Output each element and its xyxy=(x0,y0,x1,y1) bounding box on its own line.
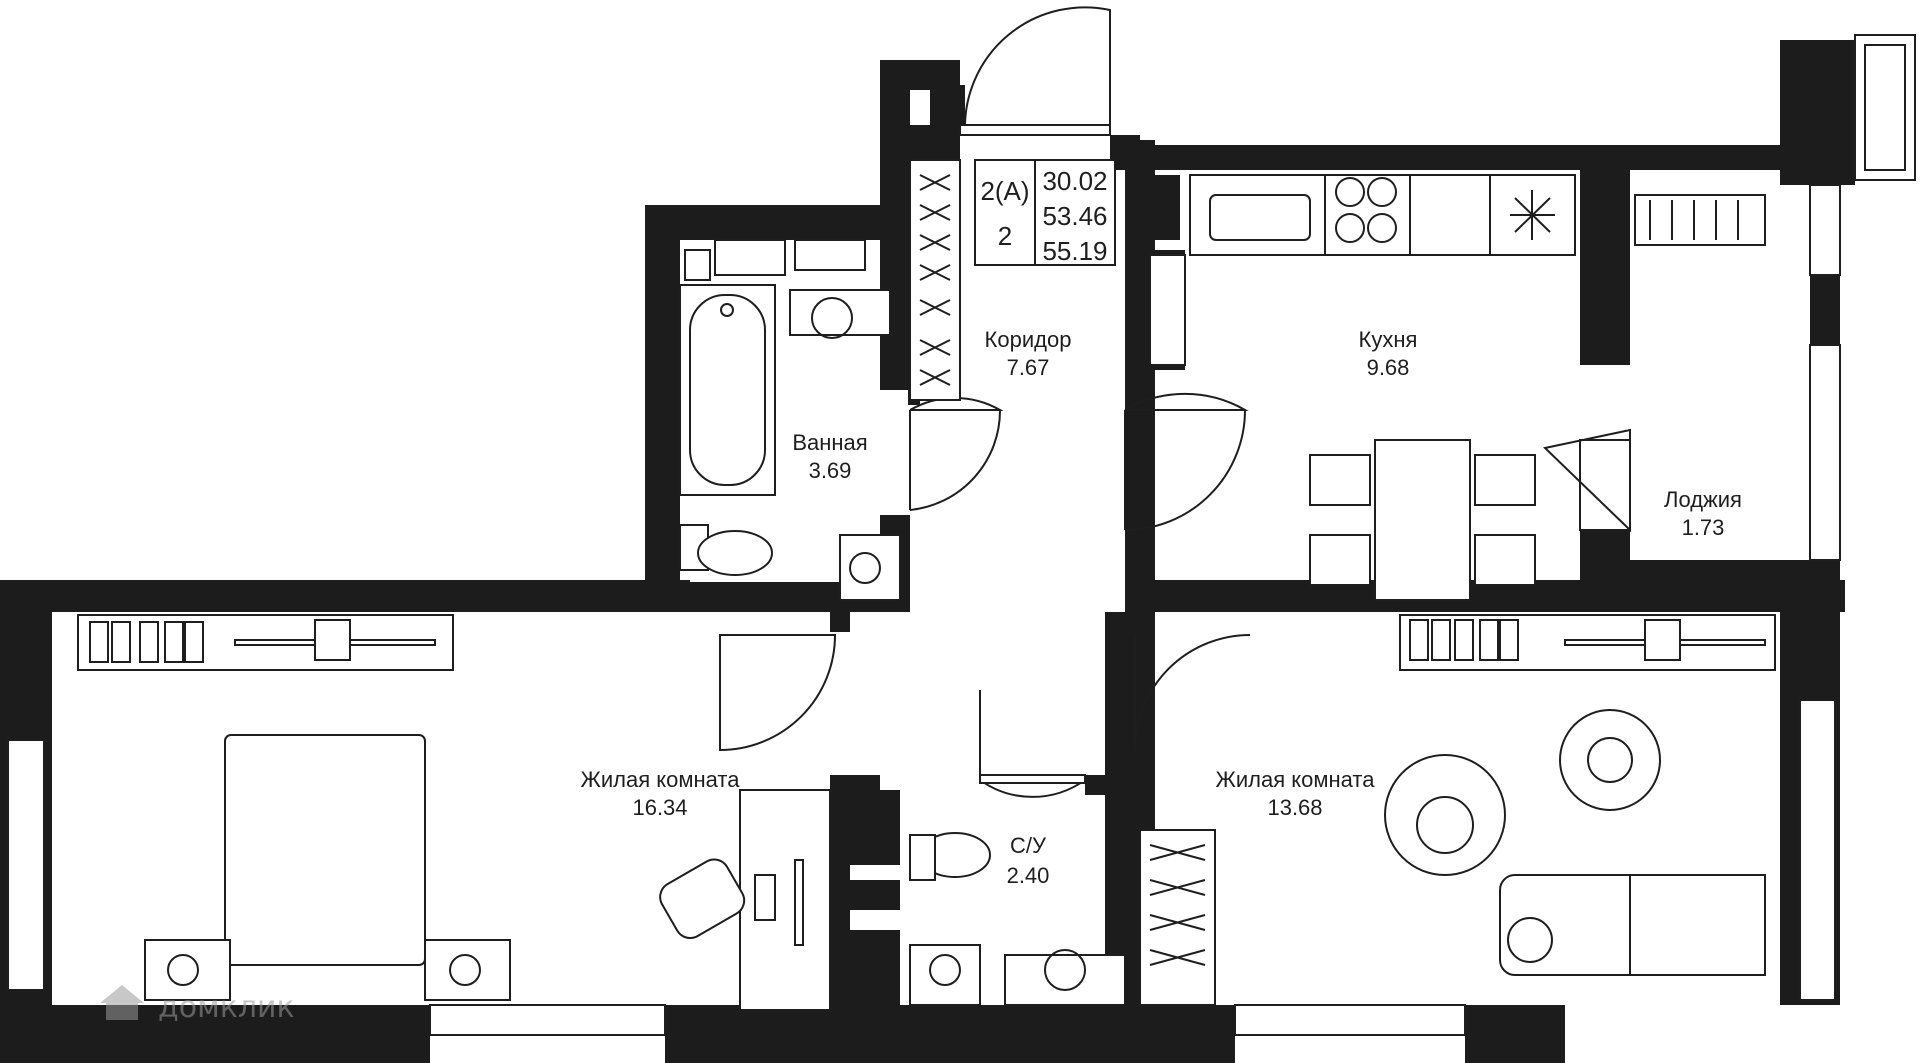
area-total: 53.46 xyxy=(1042,201,1107,231)
doors xyxy=(719,6,1631,798)
apartment-type: 2(А) xyxy=(980,176,1029,206)
room-area-corridor: 7.67 xyxy=(1007,355,1050,380)
watermark-text: домклик xyxy=(158,990,295,1025)
room-name-living1: Жилая комната xyxy=(581,767,741,792)
walls xyxy=(0,40,1855,1063)
room-name-bathroom: Ванная xyxy=(792,430,867,455)
windows xyxy=(7,34,1916,1036)
room-area-loggia: 1.73 xyxy=(1682,515,1725,540)
area-with-loggia: 55.19 xyxy=(1042,236,1107,266)
furniture xyxy=(77,159,1776,1011)
watermark: домклик xyxy=(100,985,295,1025)
room-name-kitchen: Кухня xyxy=(1359,327,1418,352)
room-area-kitchen: 9.68 xyxy=(1367,355,1410,380)
room-area-living2: 13.68 xyxy=(1267,795,1322,820)
room-name-loggia: Лоджия xyxy=(1664,487,1742,512)
area-living: 30.02 xyxy=(1042,166,1107,196)
room-labels: Коридор 7.67 Ванная 3.69 Кухня 9.68 Лодж… xyxy=(581,327,1742,888)
apartment-info: 2(А) 2 30.02 53.46 55.19 xyxy=(974,159,1116,266)
room-area-wc: 2.40 xyxy=(1007,863,1050,888)
room-area-bathroom: 3.69 xyxy=(809,458,852,483)
room-area-living1: 16.34 xyxy=(632,795,687,820)
room-name-corridor: Коридор xyxy=(985,327,1072,352)
apartment-rooms: 2 xyxy=(998,221,1012,251)
room-name-wc: С/У xyxy=(1010,833,1047,858)
house-icon xyxy=(100,985,144,1020)
room-name-living2: Жилая комната xyxy=(1216,767,1376,792)
